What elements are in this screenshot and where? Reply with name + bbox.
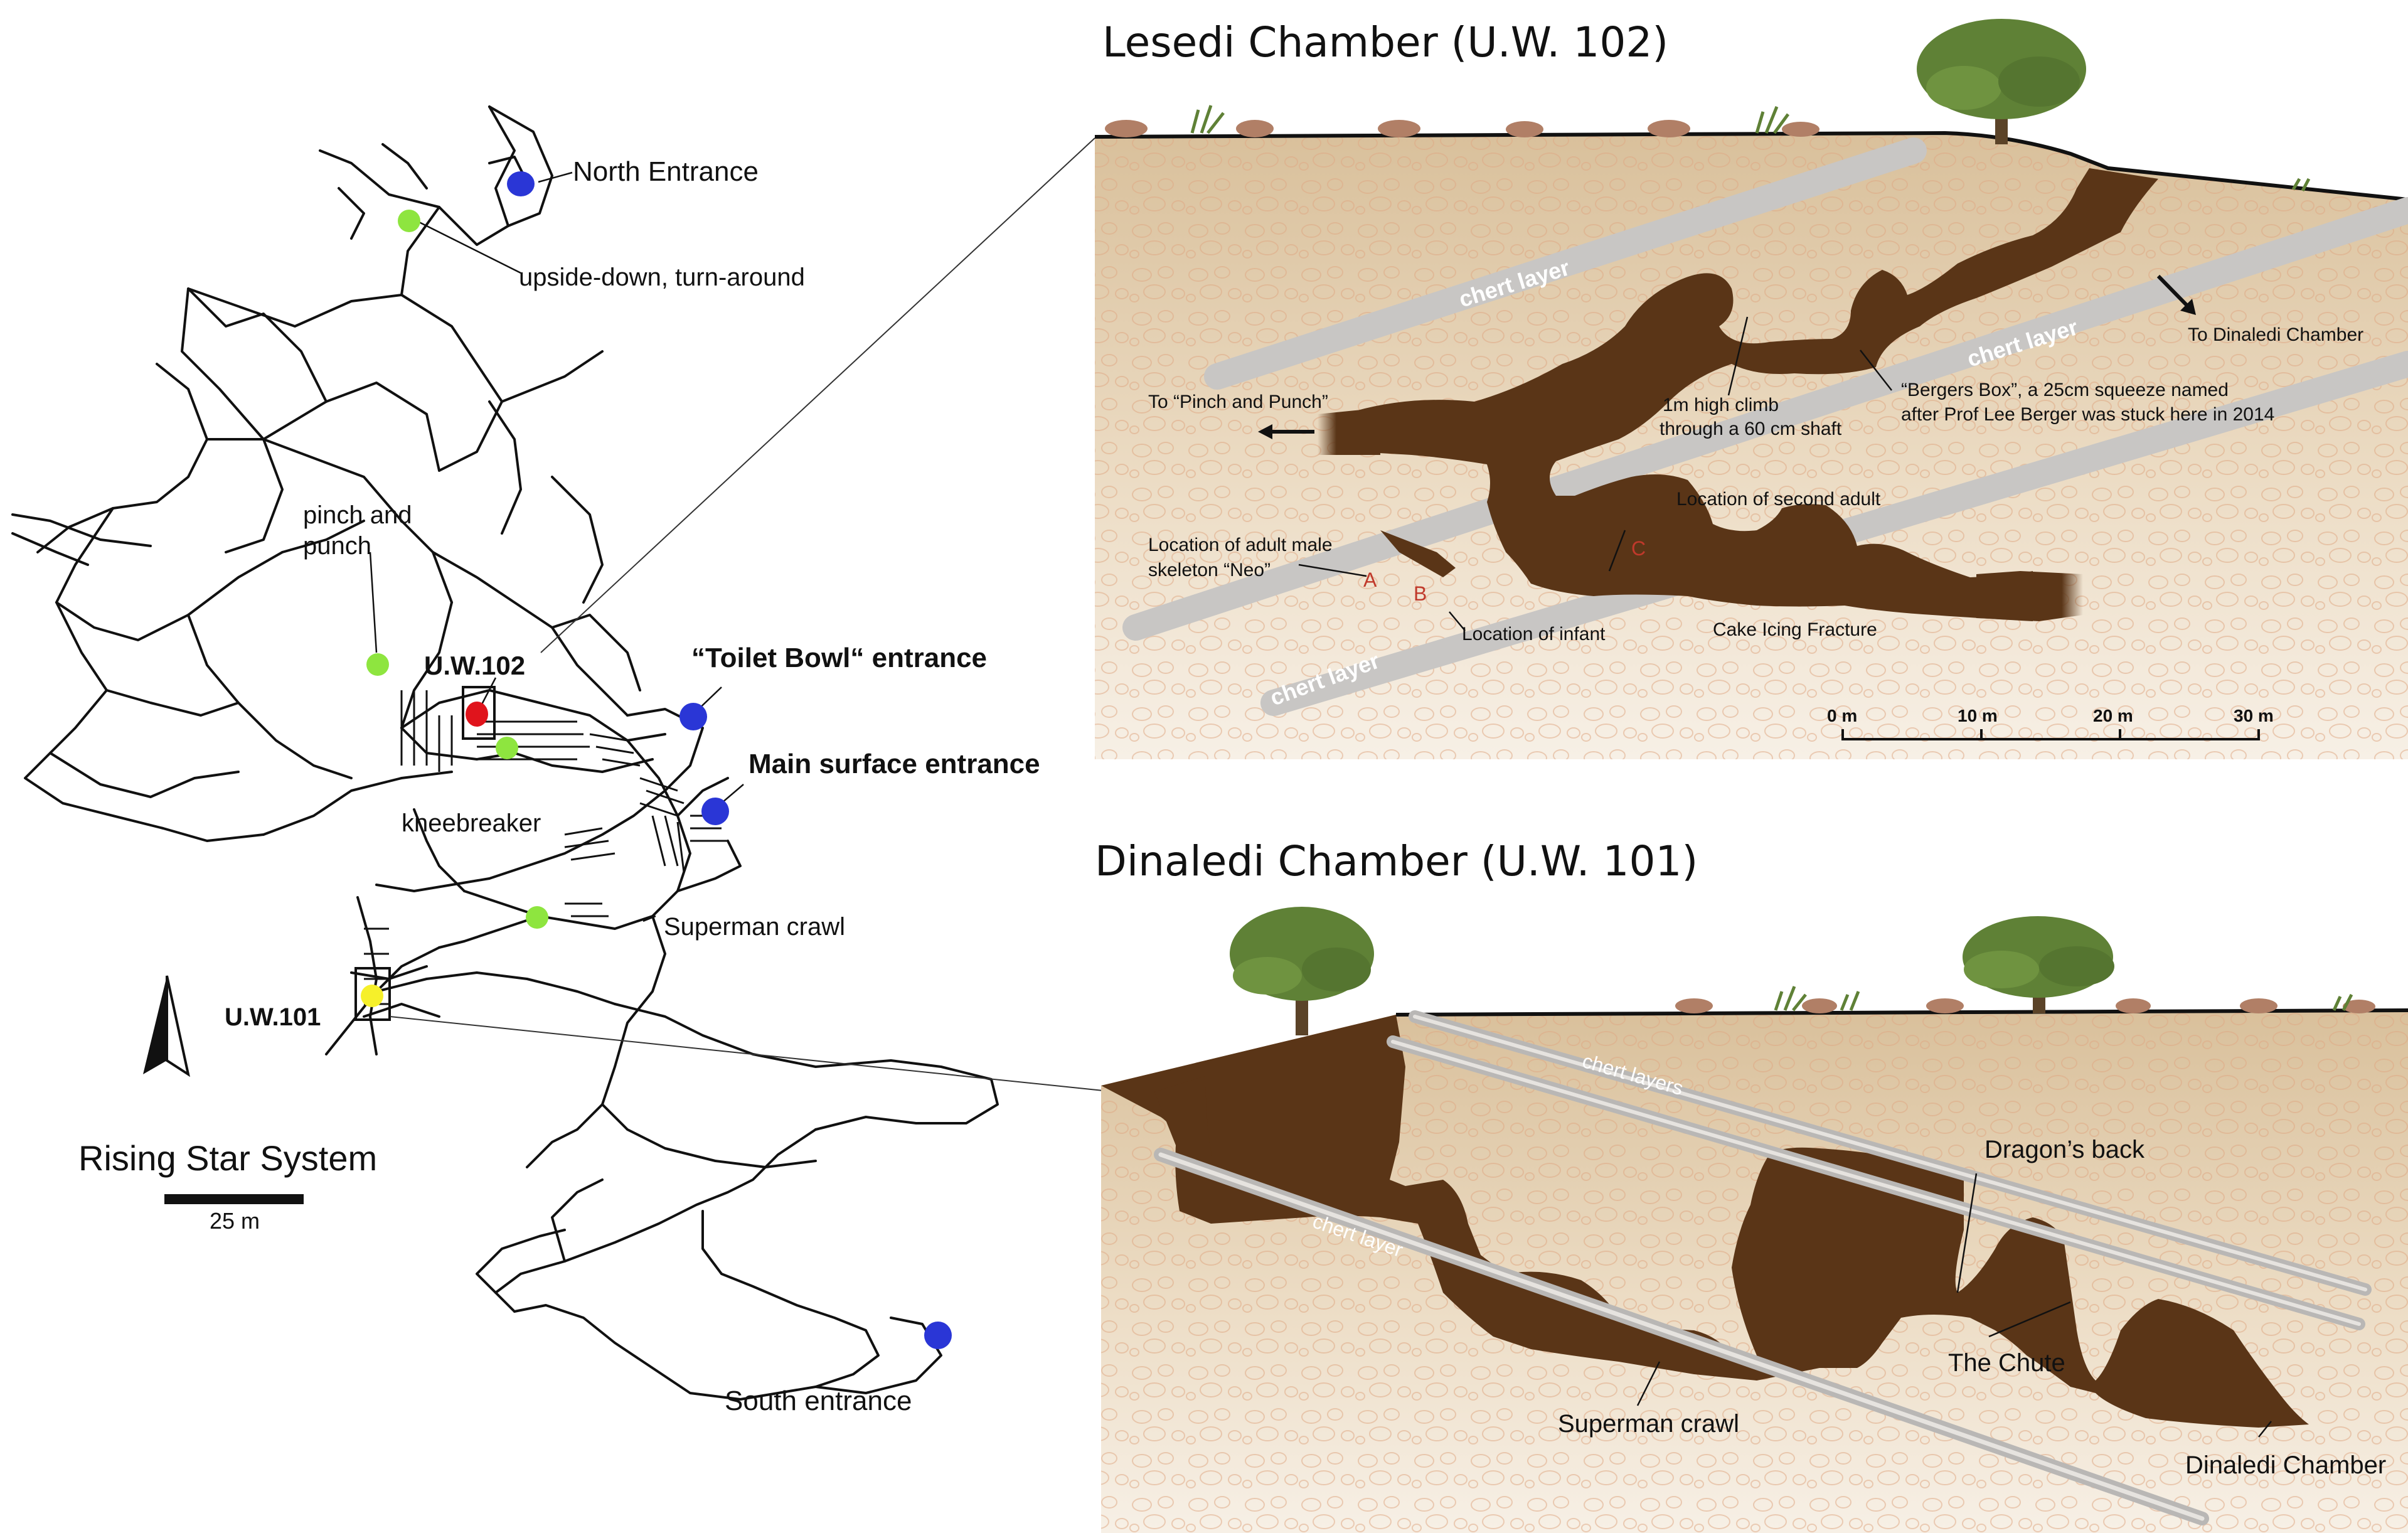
uw101-connector xyxy=(390,1016,1104,1091)
dinaledi-surface-line xyxy=(1395,1008,2408,1017)
label-pinch-punch-1: pinch and xyxy=(303,501,412,529)
map-scale-bar xyxy=(164,1194,304,1204)
lesedi-cave-tail-right xyxy=(1976,571,2083,621)
cave-map: North Entrance upside-down, turn-around … xyxy=(11,105,1104,1416)
dinaledi-section: Dinaledi Chamber (U.W. 101) chert layers… xyxy=(1095,837,2408,1533)
dinaledi-tree-left-icon xyxy=(1230,907,1374,1035)
label-south-entrance: South entrance xyxy=(725,1386,912,1416)
lesedi-marker-a: A xyxy=(1363,569,1377,591)
label-pinch-punch-2: punch xyxy=(303,532,371,560)
lesedi-scale-0: 0 m xyxy=(1827,706,1857,725)
dinaledi-superman: Superman crawl xyxy=(1558,1410,1739,1438)
dinaledi-chamber: Dinaledi Chamber xyxy=(2185,1451,2386,1479)
lesedi-second-adult: Location of second adult xyxy=(1676,489,1881,510)
uw102-marker[interactable] xyxy=(466,702,488,727)
lesedi-to-pinch: To “Pinch and Punch” xyxy=(1148,392,1328,412)
lesedi-scale-30: 30 m xyxy=(2234,706,2274,725)
label-toilet-bowl: “Toilet Bowl“ entrance xyxy=(691,643,987,673)
dinaledi-chert-bands xyxy=(1154,1010,2372,1525)
label-kneebreaker: kneebreaker xyxy=(402,809,541,837)
kneebreaker-marker[interactable] xyxy=(496,737,518,759)
dinaledi-left-shaft xyxy=(1154,1076,1214,1180)
lesedi-infant: Location of infant xyxy=(1462,624,1606,644)
uw101-box xyxy=(354,967,391,1021)
lesedi-scale-20: 20 m xyxy=(2093,706,2133,725)
lesedi-surface-line xyxy=(1094,131,2408,201)
pinch-punch-marker[interactable] xyxy=(366,653,389,676)
lesedi-marker-c: C xyxy=(1631,537,1646,560)
superman-crawl-marker[interactable] xyxy=(526,906,548,929)
dinaledi-rocks-icon xyxy=(1675,998,2375,1013)
lesedi-leader-lines xyxy=(1298,316,1892,631)
label-uw101: U.W.101 xyxy=(225,1003,321,1031)
main-surface-marker[interactable] xyxy=(701,798,729,825)
lesedi-to-dinaledi: To Dinaledi Chamber xyxy=(2188,324,2363,345)
north-entrance-marker[interactable] xyxy=(507,171,535,196)
lesedi-neo-2: skeleton “Neo” xyxy=(1148,560,1271,580)
lesedi-climb-2: through a 60 cm shaft xyxy=(1659,419,1842,439)
passage-hatching xyxy=(364,690,728,1005)
upside-down-marker[interactable] xyxy=(398,210,420,232)
lesedi-climb-1: 1m high climb xyxy=(1663,395,1779,415)
dinaledi-tree-right-icon xyxy=(1963,916,2114,1013)
lesedi-bergers-1: “Bergers Box”, a 25cm squeeze named xyxy=(1901,380,2229,400)
lesedi-tree-icon xyxy=(1917,19,2086,144)
dinaledi-dragons-back: Dragon’s back xyxy=(1984,1136,2145,1163)
lesedi-grass-icon xyxy=(1190,105,2311,192)
label-upside-down: upside-down, turn-around xyxy=(519,264,805,291)
south-entrance-marker[interactable] xyxy=(924,1322,952,1349)
label-north-entrance: North Entrance xyxy=(573,156,759,187)
lesedi-bergers-2: after Prof Lee Berger was stuck here in … xyxy=(1901,404,2274,425)
label-superman: Superman crawl xyxy=(664,913,845,941)
lesedi-marker-b: B xyxy=(1414,582,1427,605)
lesedi-scale-10: 10 m xyxy=(1958,706,1998,725)
dinaledi-cave xyxy=(1101,1015,2309,1428)
label-main-surface: Main surface entrance xyxy=(749,749,1040,779)
toilet-bowl-marker[interactable] xyxy=(679,703,707,730)
map-title: Rising Star System xyxy=(78,1138,377,1178)
dinaledi-grass-icon xyxy=(1774,986,2353,1012)
uw101-marker[interactable] xyxy=(361,985,383,1007)
lesedi-neo-spur xyxy=(1380,530,1456,577)
lesedi-rocks-icon xyxy=(1105,120,1819,137)
uw102-connector xyxy=(540,137,1095,653)
dinaledi-the-chute: The Chute xyxy=(1948,1349,2065,1377)
lesedi-title: Lesedi Chamber (U.W. 102) xyxy=(1102,18,1668,67)
lesedi-section: Lesedi Chamber (U.W. 102) chert layer ch… xyxy=(1094,18,2408,759)
lesedi-cave-tail-left xyxy=(1318,408,1380,455)
map-scale-label: 25 m xyxy=(210,1208,260,1234)
dinaledi-title: Dinaledi Chamber (U.W. 101) xyxy=(1095,837,1698,885)
label-uw102: U.W.102 xyxy=(424,651,525,680)
lesedi-cave xyxy=(1355,168,2158,621)
lesedi-neo-1: Location of adult male xyxy=(1148,535,1333,555)
lesedi-scale-bar: 0 m 10 m 20 m 30 m xyxy=(1827,706,2274,740)
north-arrow-icon xyxy=(143,975,190,1077)
lesedi-cake-icing: Cake Icing Fracture xyxy=(1713,619,1877,640)
dinaledi-leader-lines xyxy=(1636,1173,2272,1438)
lesedi-arrows xyxy=(1258,274,2196,439)
uw102-box xyxy=(462,686,496,740)
